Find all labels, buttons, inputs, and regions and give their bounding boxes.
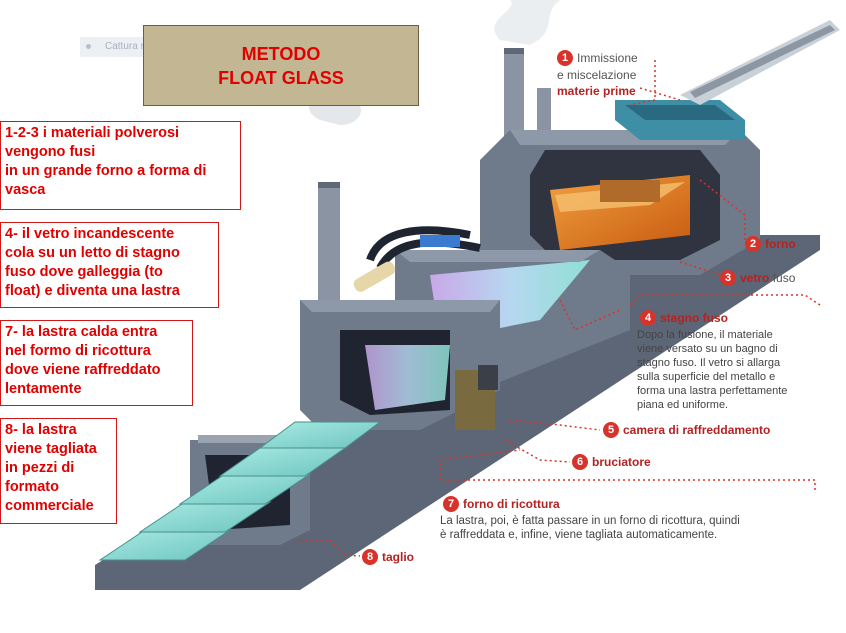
label-6: 6 bruciatore bbox=[572, 454, 651, 470]
note-line: 8- la lastra bbox=[5, 422, 77, 438]
step-number: 2 bbox=[745, 236, 761, 252]
label-4: 4 stagno fuso bbox=[640, 310, 728, 326]
label-1-line-2: e miscelazione bbox=[557, 68, 637, 82]
step-number: 8 bbox=[362, 549, 378, 565]
label-2-text: forno bbox=[765, 237, 796, 251]
step-number: 7 bbox=[443, 496, 459, 512]
label-4-description: Dopo la fusione, il materiale viene vers… bbox=[637, 328, 787, 412]
note-box-7: 7- la lastra calda entra nel formo di ri… bbox=[0, 320, 193, 406]
step-number: 4 bbox=[640, 310, 656, 326]
note-line: vengono fusi bbox=[5, 144, 96, 160]
note-line: 7- la lastra calda entra bbox=[5, 324, 158, 340]
note-line: nel formo di ricottura bbox=[5, 343, 151, 359]
label-2: 2 forno bbox=[745, 236, 796, 252]
note-line: commerciale bbox=[5, 498, 94, 514]
desc-line: La lastra, poi, è fatta passare in un fo… bbox=[440, 515, 740, 527]
label-1-bold: materie prime bbox=[557, 84, 636, 98]
note-line: viene tagliata bbox=[5, 441, 97, 457]
note-line: fuso dove galleggia (to bbox=[5, 264, 163, 280]
label-3-text: vetro bbox=[740, 271, 770, 285]
label-1: 1 Immissione bbox=[557, 50, 638, 66]
title-line-1: METODO bbox=[241, 43, 321, 64]
label-1-line-1: Immissione bbox=[577, 51, 638, 65]
note-line: formato bbox=[5, 479, 59, 495]
record-dot-icon bbox=[86, 43, 91, 49]
label-4-text: stagno fuso bbox=[660, 311, 728, 325]
desc-line: è raffreddata e, infine, viene tagliata … bbox=[440, 529, 718, 541]
label-5-text: camera di raffreddamento bbox=[623, 423, 771, 437]
label-8: 8 taglio bbox=[362, 549, 414, 565]
desc-line: piana ed uniforme. bbox=[637, 399, 729, 411]
note-line: 1-2-3 i materiali polverosi bbox=[5, 125, 180, 141]
step-number: 3 bbox=[720, 270, 736, 286]
label-7-text: forno di ricottura bbox=[463, 497, 560, 511]
note-line: float) e diventa una lastra bbox=[5, 283, 180, 299]
label-5: 5 camera di raffreddamento bbox=[603, 422, 770, 438]
note-line: vasca bbox=[5, 182, 46, 198]
label-7-description: La lastra, poi, è fatta passare in un fo… bbox=[440, 514, 740, 542]
label-3-rest: fuso bbox=[772, 271, 796, 285]
step-number: 5 bbox=[603, 422, 619, 438]
desc-line: Dopo la fusione, il materiale bbox=[637, 329, 773, 341]
title-box: METODO FLOAT GLASS bbox=[143, 25, 419, 106]
desc-line: sulla superficie del metallo e bbox=[637, 371, 776, 383]
step-number: 1 bbox=[557, 50, 573, 66]
title-line-2: FLOAT GLASS bbox=[218, 67, 344, 88]
step-number: 6 bbox=[572, 454, 588, 470]
note-line: cola su un letto di stagno bbox=[5, 245, 180, 261]
desc-line: forma una lastra perfettamente bbox=[637, 385, 788, 397]
note-box-8: 8- la lastra viene tagliata in pezzi di … bbox=[0, 418, 117, 524]
desc-line: stagno fuso. Il vetro si allarga bbox=[637, 357, 781, 369]
label-7: 7 forno di ricottura bbox=[443, 496, 560, 512]
label-3: 3 vetro fuso bbox=[720, 270, 795, 286]
note-line: 4- il vetro incandescente bbox=[5, 226, 175, 242]
note-line: dove viene raffreddato bbox=[5, 362, 161, 378]
label-6-text: bruciatore bbox=[592, 455, 651, 469]
note-box-1: 1-2-3 i materiali polverosi vengono fusi… bbox=[0, 121, 241, 210]
note-line: lentamente bbox=[5, 381, 82, 397]
label-8-text: taglio bbox=[382, 550, 414, 564]
note-box-4: 4- il vetro incandescente cola su un let… bbox=[0, 222, 219, 308]
note-line: in un grande forno a forma di bbox=[5, 163, 207, 179]
desc-line: viene versato su un bagno di bbox=[637, 343, 778, 355]
note-line: in pezzi di bbox=[5, 460, 75, 476]
